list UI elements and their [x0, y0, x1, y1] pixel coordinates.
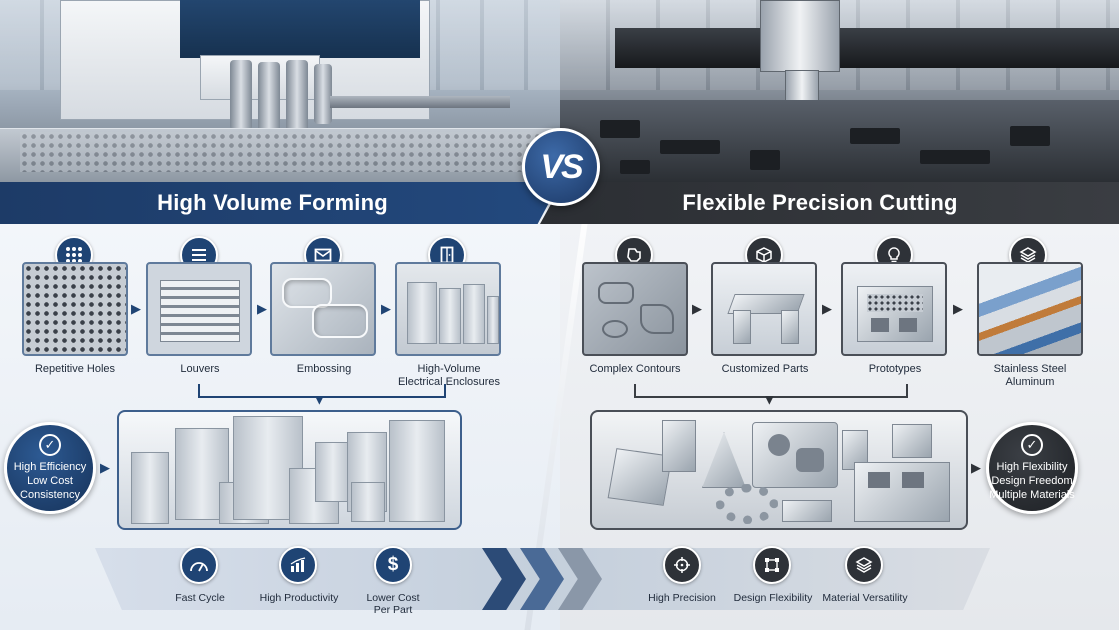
arrow-right-icon: ▶ [381, 301, 391, 316]
crosshair-icon [663, 546, 701, 584]
arrow-right-icon: ▶ [100, 460, 110, 475]
prototypes-card [841, 262, 947, 356]
benefit-consistency: Consistency [20, 489, 80, 501]
benefit-low-cost: Low Cost [27, 475, 73, 487]
customized-parts-label: Customized Parts [721, 363, 809, 375]
right-bracket [634, 384, 908, 398]
benefit-high-flexibility: High Flexibility [996, 461, 1068, 473]
materials-card [977, 262, 1083, 356]
arrow-right-icon: ▶ [971, 460, 981, 475]
turret-punch-photo [0, 0, 600, 182]
dollar-icon: $ [374, 546, 412, 584]
arrow-right-icon: ▶ [692, 301, 702, 316]
enclosures-image [117, 410, 462, 530]
repetitive-holes-card [22, 262, 128, 356]
arrow-right-icon: ▶ [257, 301, 267, 316]
louvers-label: Louvers [180, 363, 220, 375]
complex-contours-label: Complex Contours [589, 363, 681, 375]
benefit-high-efficiency: High Efficiency [13, 461, 87, 473]
arrow-right-icon: ▶ [953, 301, 963, 316]
embossing-card [270, 262, 376, 356]
vector-square-icon [753, 546, 791, 584]
arrow-down-icon: ▶ [763, 396, 776, 405]
complex-contours-card [582, 262, 688, 356]
embossing-label: Embossing [296, 363, 352, 375]
high-productivity-label: High Productivity [259, 592, 339, 604]
right-banner [540, 182, 1119, 224]
left-title: High Volume Forming [157, 190, 388, 215]
arrow-down-icon: ▶ [313, 396, 326, 405]
left-bracket [198, 384, 446, 398]
enclosures-label: High-Volume Electrical Enclosures [397, 363, 501, 388]
benefit-multiple-materials: Multiple Materials [989, 489, 1075, 501]
stack-icon [845, 546, 883, 584]
louvers-card [146, 262, 252, 356]
speedometer-icon [180, 546, 218, 584]
fast-cycle-label: Fast Cycle [175, 592, 225, 604]
material-versatility-label: Material Versatility [822, 592, 908, 604]
cut-parts-image [590, 410, 968, 530]
repetitive-holes-label: Repetitive Holes [34, 363, 116, 375]
vs-badge: VS [522, 128, 600, 206]
bar-chart-icon [279, 546, 317, 584]
lower-cost-label: Lower Cost Per Part [366, 592, 420, 616]
customized-parts-card [711, 262, 817, 356]
benefit-design-freedom: Design Freedom [991, 475, 1073, 487]
left-benefits-bubble: ✓ High Efficiency Low Cost Consistency [4, 422, 96, 514]
design-flexibility-label: Design Flexibility [733, 592, 813, 604]
arrow-right-icon: ▶ [131, 301, 141, 316]
laser-cutter-photo [560, 0, 1119, 182]
check-icon: ✓ [1021, 434, 1043, 456]
materials-label: Stainless Steel Aluminum [993, 363, 1067, 388]
left-banner [0, 182, 560, 224]
high-precision-label: High Precision [648, 592, 716, 604]
arrow-right-icon: ▶ [822, 301, 832, 316]
prototypes-label: Prototypes [868, 363, 922, 375]
check-icon: ✓ [39, 434, 61, 456]
right-benefits-bubble: ✓ High Flexibility Design Freedom Multip… [986, 422, 1078, 514]
enclosures-card [395, 262, 501, 356]
right-title: Flexible Precision Cutting [682, 190, 958, 215]
